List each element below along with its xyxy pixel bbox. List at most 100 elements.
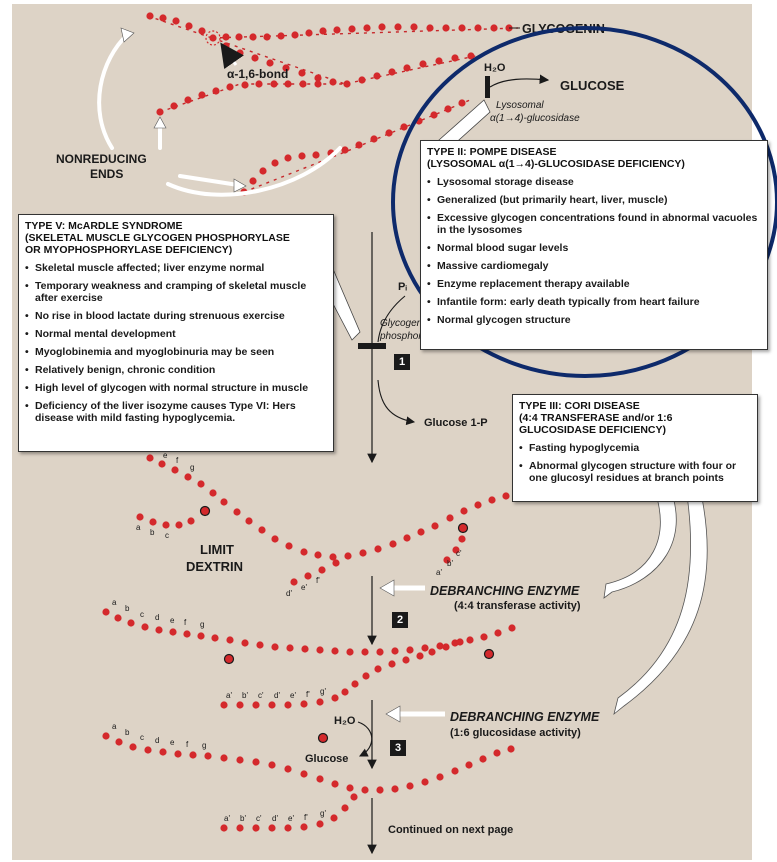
debranching1-title: DEBRANCHING ENZYME bbox=[430, 584, 580, 598]
debranching2-arrowhead bbox=[385, 705, 401, 723]
cori-title-2: (4:4 TRANSFERASE and/or 1:6 bbox=[519, 412, 673, 424]
debranching1-arrowhead bbox=[379, 579, 395, 597]
glycogen-strand-main bbox=[211, 27, 519, 39]
limit-dextrin-strand-left bbox=[136, 513, 195, 529]
mcardle-title-2: (SKELETAL MUSCLE GLYCOGEN PHOSPHORYLASE bbox=[25, 232, 290, 244]
debranching1-sub: (4:4 transferase activity) bbox=[454, 600, 581, 612]
branch-glucose-1 bbox=[199, 505, 211, 517]
final-molecule bbox=[102, 732, 515, 832]
glycogen-phosphorylase-label-1: Glycogen bbox=[380, 318, 423, 329]
step-1-badge: 1 bbox=[394, 354, 410, 370]
glycogen-strand-upper bbox=[159, 54, 481, 113]
mcardle-item: Deficiency of the liver isozyme causes T… bbox=[25, 400, 327, 424]
glucose1p-arrow bbox=[377, 379, 416, 426]
mcardle-syndrome-box: TYPE V: McARDLE SYNDROME (SKELETAL MUSCL… bbox=[18, 214, 334, 452]
cori-callout-pointer-2 bbox=[613, 487, 708, 716]
svg-text:d: d bbox=[155, 613, 159, 622]
svg-text:f: f bbox=[184, 618, 187, 627]
svg-text:g': g' bbox=[320, 809, 326, 818]
pompe-item: Lysosomal storage disease bbox=[427, 176, 761, 188]
h2o-top-label: H₂O bbox=[484, 62, 506, 74]
glycogen-phosphorylase-label-2: phosphorylase bbox=[379, 331, 445, 342]
svg-text:d: d bbox=[155, 736, 159, 745]
limit-dextrin-strand-upper bbox=[146, 454, 538, 561]
svg-text:a: a bbox=[112, 598, 117, 607]
cori-list: Fasting hypoglycemia Abnormal glycogen s… bbox=[519, 442, 751, 484]
svg-text:a': a' bbox=[224, 814, 230, 823]
branch-glucose-3 bbox=[223, 653, 235, 665]
nonreducing-label-line1: NONREDUCING bbox=[56, 152, 147, 166]
glucose-release-bottom bbox=[357, 721, 373, 757]
svg-text:g': g' bbox=[320, 687, 326, 696]
mcardle-title-1: TYPE V: McARDLE SYNDROME bbox=[25, 220, 183, 232]
alpha-bond-marker bbox=[205, 30, 221, 46]
svg-text:b': b' bbox=[242, 691, 248, 700]
dextrin-label: DEXTRIN bbox=[186, 559, 243, 574]
cori-disease-box: TYPE III: CORI DISEASE (4:4 TRANSFERASE … bbox=[512, 394, 758, 502]
svg-text:c': c' bbox=[256, 814, 262, 823]
svg-text:f: f bbox=[176, 456, 179, 465]
mcardle-item: Relatively benign, chronic condition bbox=[25, 364, 327, 376]
glucose-top-label: GLUCOSE bbox=[560, 78, 625, 93]
glucose1p-label: Glucose 1-P bbox=[424, 417, 488, 429]
pompe-title-2: (LYSOSOMAL α(1→4)-GLUCOSIDASE DEFICIENCY… bbox=[427, 158, 685, 170]
svg-text:c: c bbox=[140, 610, 144, 619]
pompe-highlight-ring bbox=[391, 26, 777, 378]
cori-item: Fasting hypoglycemia bbox=[519, 442, 751, 454]
cori-title-1: TYPE III: CORI DISEASE bbox=[519, 400, 640, 412]
svg-text:e: e bbox=[170, 616, 175, 625]
glucose-bottom-label: Glucose bbox=[305, 753, 348, 765]
pi-label: Pᵢ bbox=[398, 281, 407, 293]
limit-label: LIMIT bbox=[200, 542, 234, 557]
nonreducing-arrowheads bbox=[120, 27, 247, 193]
alpha-bond-arrow bbox=[220, 42, 244, 70]
phosphorylase-block-bar bbox=[358, 343, 386, 349]
lysosomal-block-bar bbox=[485, 76, 490, 98]
svg-text:e: e bbox=[163, 451, 168, 460]
glucose-release-arrow bbox=[489, 74, 550, 88]
stub-residue-labels: a'b'c'd'e'f'g' bbox=[226, 687, 326, 700]
pompe-item: Normal blood sugar levels bbox=[427, 242, 761, 254]
mcardle-item: Myoglobinemia and myoglobinuria may be s… bbox=[25, 346, 327, 358]
pompe-disease-box: TYPE II: POMPE DISEASE (LYSOSOMAL α(1→4)… bbox=[420, 140, 768, 350]
glycogen-residues bbox=[146, 12, 513, 196]
debranched-stub bbox=[220, 694, 339, 709]
pompe-item: Generalized (but primarily heart, liver,… bbox=[427, 194, 761, 206]
branch-glucose-4 bbox=[483, 648, 495, 660]
mcardle-item: High level of glycogen with normal struc… bbox=[25, 382, 327, 394]
svg-text:g: g bbox=[190, 463, 194, 472]
svg-text:g: g bbox=[202, 741, 206, 750]
cori-title-3: GLUCOSIDASE DEFICIENCY) bbox=[519, 424, 667, 436]
svg-text:b: b bbox=[125, 604, 130, 613]
mcardle-item: Temporary weakness and cramping of skele… bbox=[25, 280, 327, 304]
debranching2-sub: (1:6 glucosidase activity) bbox=[450, 727, 581, 739]
cori-item: Abnormal glycogen structure with four or… bbox=[519, 460, 751, 484]
h2o-bottom-label: H₂O bbox=[334, 715, 356, 727]
pompe-item: Massive cardiomegaly bbox=[427, 260, 761, 272]
pompe-list: Lysosomal storage disease Generalized (b… bbox=[427, 176, 761, 326]
step-3-badge: 3 bbox=[390, 740, 406, 756]
step-2-badge: 2 bbox=[392, 612, 408, 628]
pompe-item: Normal glycogen structure bbox=[427, 314, 761, 326]
transferred-molecule bbox=[102, 608, 516, 696]
svg-text:c': c' bbox=[258, 691, 264, 700]
svg-text:b': b' bbox=[240, 814, 246, 823]
lysosomal-label: Lysosomal bbox=[496, 100, 544, 111]
continued-label: Continued on next page bbox=[388, 824, 513, 836]
pompe-title-1: TYPE II: POMPE DISEASE bbox=[427, 146, 557, 158]
svg-text:b: b bbox=[150, 528, 155, 537]
mcardle-item: Normal mental development bbox=[25, 328, 327, 340]
mcardle-item: Skeletal muscle affected; liver enzyme n… bbox=[25, 262, 327, 274]
svg-text:e': e' bbox=[288, 814, 294, 823]
svg-text:f': f' bbox=[304, 813, 308, 822]
pompe-item: Enzyme replacement therapy available bbox=[427, 278, 761, 290]
alpha-bond-label: α-1,6-bond bbox=[227, 67, 288, 81]
svg-text:e: e bbox=[170, 738, 175, 747]
svg-text:a': a' bbox=[226, 691, 232, 700]
svg-text:d': d' bbox=[272, 814, 278, 823]
svg-text:d': d' bbox=[286, 589, 292, 598]
nonreducing-arrows bbox=[97, 32, 342, 197]
mcardle-list: Skeletal muscle affected; liver enzyme n… bbox=[25, 262, 327, 424]
svg-text:c: c bbox=[165, 531, 169, 540]
